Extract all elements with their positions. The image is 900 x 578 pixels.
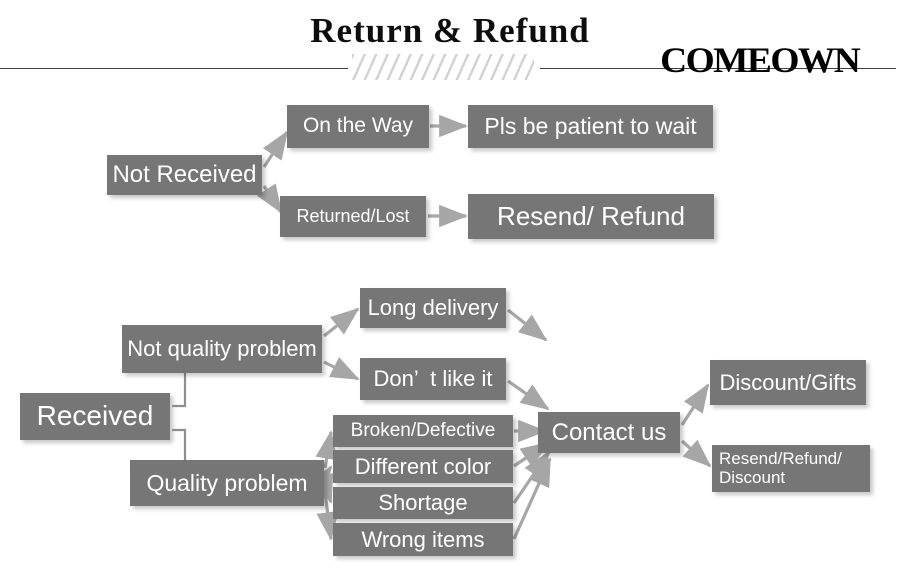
node-label: Broken/Defective bbox=[350, 419, 496, 441]
node-quality-problem[interactable]: Quality problem bbox=[130, 460, 324, 506]
node-wrong-items[interactable]: Wrong items bbox=[333, 523, 513, 556]
node-label: Resend/Refund/ Discount bbox=[719, 449, 842, 487]
node-different-color[interactable]: Different color bbox=[333, 450, 513, 483]
node-label: Returned/Lost bbox=[296, 205, 410, 226]
page-title: Return & Refund bbox=[310, 11, 590, 50]
node-not-quality-problem[interactable]: Not quality problem bbox=[122, 325, 322, 373]
node-label: Wrong items bbox=[361, 526, 485, 552]
node-contact-us[interactable]: Contact us bbox=[538, 412, 680, 453]
node-label: Different color bbox=[354, 453, 492, 479]
node-discount-gifts[interactable]: Discount/Gifts bbox=[710, 360, 866, 405]
node-broken-defective[interactable]: Broken/Defective bbox=[333, 415, 513, 447]
node-pls-be-patient-to-wait[interactable]: Pls be patient to wait bbox=[468, 105, 713, 148]
node-label: Not Received bbox=[112, 161, 257, 189]
node-label: Not quality problem bbox=[127, 336, 317, 362]
node-long-delivery[interactable]: Long delivery bbox=[360, 288, 506, 328]
diagonal-hatch-icon bbox=[352, 54, 534, 80]
node-label: Discount/Gifts bbox=[719, 369, 857, 395]
header-rule-left bbox=[0, 68, 348, 69]
node-dont-like-it[interactable]: Don’ t like it bbox=[360, 358, 506, 400]
node-resend-refund-discount[interactable]: Resend/Refund/ Discount bbox=[712, 445, 870, 492]
header-rule-right bbox=[540, 68, 896, 69]
node-received[interactable]: Received bbox=[20, 393, 170, 440]
node-label: Shortage bbox=[378, 490, 468, 516]
node-label: Quality problem bbox=[146, 469, 308, 496]
node-shortage[interactable]: Shortage bbox=[333, 487, 513, 519]
comeown-logo: COMEOWN bbox=[660, 40, 861, 80]
node-label: Long delivery bbox=[367, 295, 499, 321]
node-label: Contact us bbox=[551, 418, 667, 446]
node-label: Pls be patient to wait bbox=[484, 113, 697, 140]
node-label: Resend/ Refund bbox=[497, 201, 685, 232]
node-label: Don’ t like it bbox=[373, 366, 493, 392]
node-not-received[interactable]: Not Received bbox=[107, 155, 262, 195]
node-resend-refund[interactable]: Resend/ Refund bbox=[468, 194, 714, 239]
node-label: On the Way bbox=[302, 114, 414, 138]
node-on-the-way[interactable]: On the Way bbox=[287, 105, 429, 148]
node-label: Received bbox=[36, 400, 154, 432]
node-returned-lost[interactable]: Returned/Lost bbox=[280, 196, 426, 237]
